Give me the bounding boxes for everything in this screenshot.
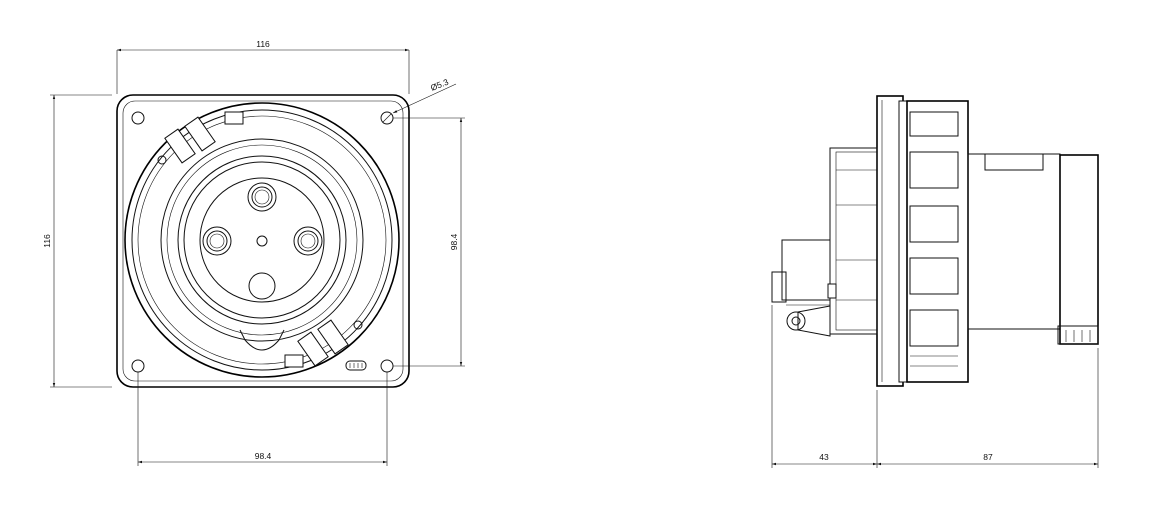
side-rear-body — [967, 153, 1099, 345]
front-flange-inner — [122, 100, 404, 382]
socket-contact-left — [202, 226, 232, 256]
leader-hole-diameter: Ø5.3 — [392, 77, 457, 114]
socket-contact-right — [293, 226, 323, 256]
side-ribbed-housing — [906, 100, 969, 383]
keyway-notch — [239, 329, 285, 351]
socket-earth-contact — [248, 272, 276, 300]
socket-lid-ring — [124, 102, 400, 378]
dim-label-hole-spacing-horizontal: 98.4 — [255, 451, 272, 461]
dimension-front-width: 116 — [116, 39, 410, 94]
socket-face — [199, 177, 325, 303]
dimension-side-depth-rear: 87 — [877, 348, 1099, 468]
dim-label-hole-spacing-vertical: 98.4 — [449, 233, 459, 250]
dimension-side-depth-front: 43 — [771, 305, 878, 468]
socket-contact-center — [256, 235, 268, 247]
front-view: 116 116 98.4 98.4 Ø5.3 — [42, 39, 465, 466]
mounting-hole-bottom-left — [131, 359, 145, 373]
dim-label-front-height: 116 — [42, 234, 52, 248]
mounting-hole-top-left — [131, 111, 145, 125]
front-flange-plate — [116, 94, 410, 388]
dimension-hole-spacing-vertical: 98.4 — [393, 117, 465, 367]
dim-label-side-depth-front: 43 — [819, 452, 829, 462]
lock-slot — [345, 360, 367, 371]
dim-label-side-depth-rear: 87 — [983, 452, 993, 462]
mounting-hole-bottom-right — [380, 359, 394, 373]
socket-contact-top — [247, 182, 277, 212]
side-front-lid — [771, 147, 878, 337]
dimension-hole-spacing-horizontal: 98.4 — [137, 372, 388, 466]
side-view: 43 87 — [771, 95, 1099, 468]
side-lid-pivot — [786, 311, 806, 331]
side-rear-cap — [1059, 154, 1099, 345]
hinge-bottom-right — [284, 319, 367, 371]
hinge-top-left — [157, 111, 244, 165]
dimension-front-height: 116 — [42, 94, 112, 388]
dim-label-hole-diameter: Ø5.3 — [429, 77, 450, 93]
dim-label-front-width: 116 — [256, 39, 270, 49]
